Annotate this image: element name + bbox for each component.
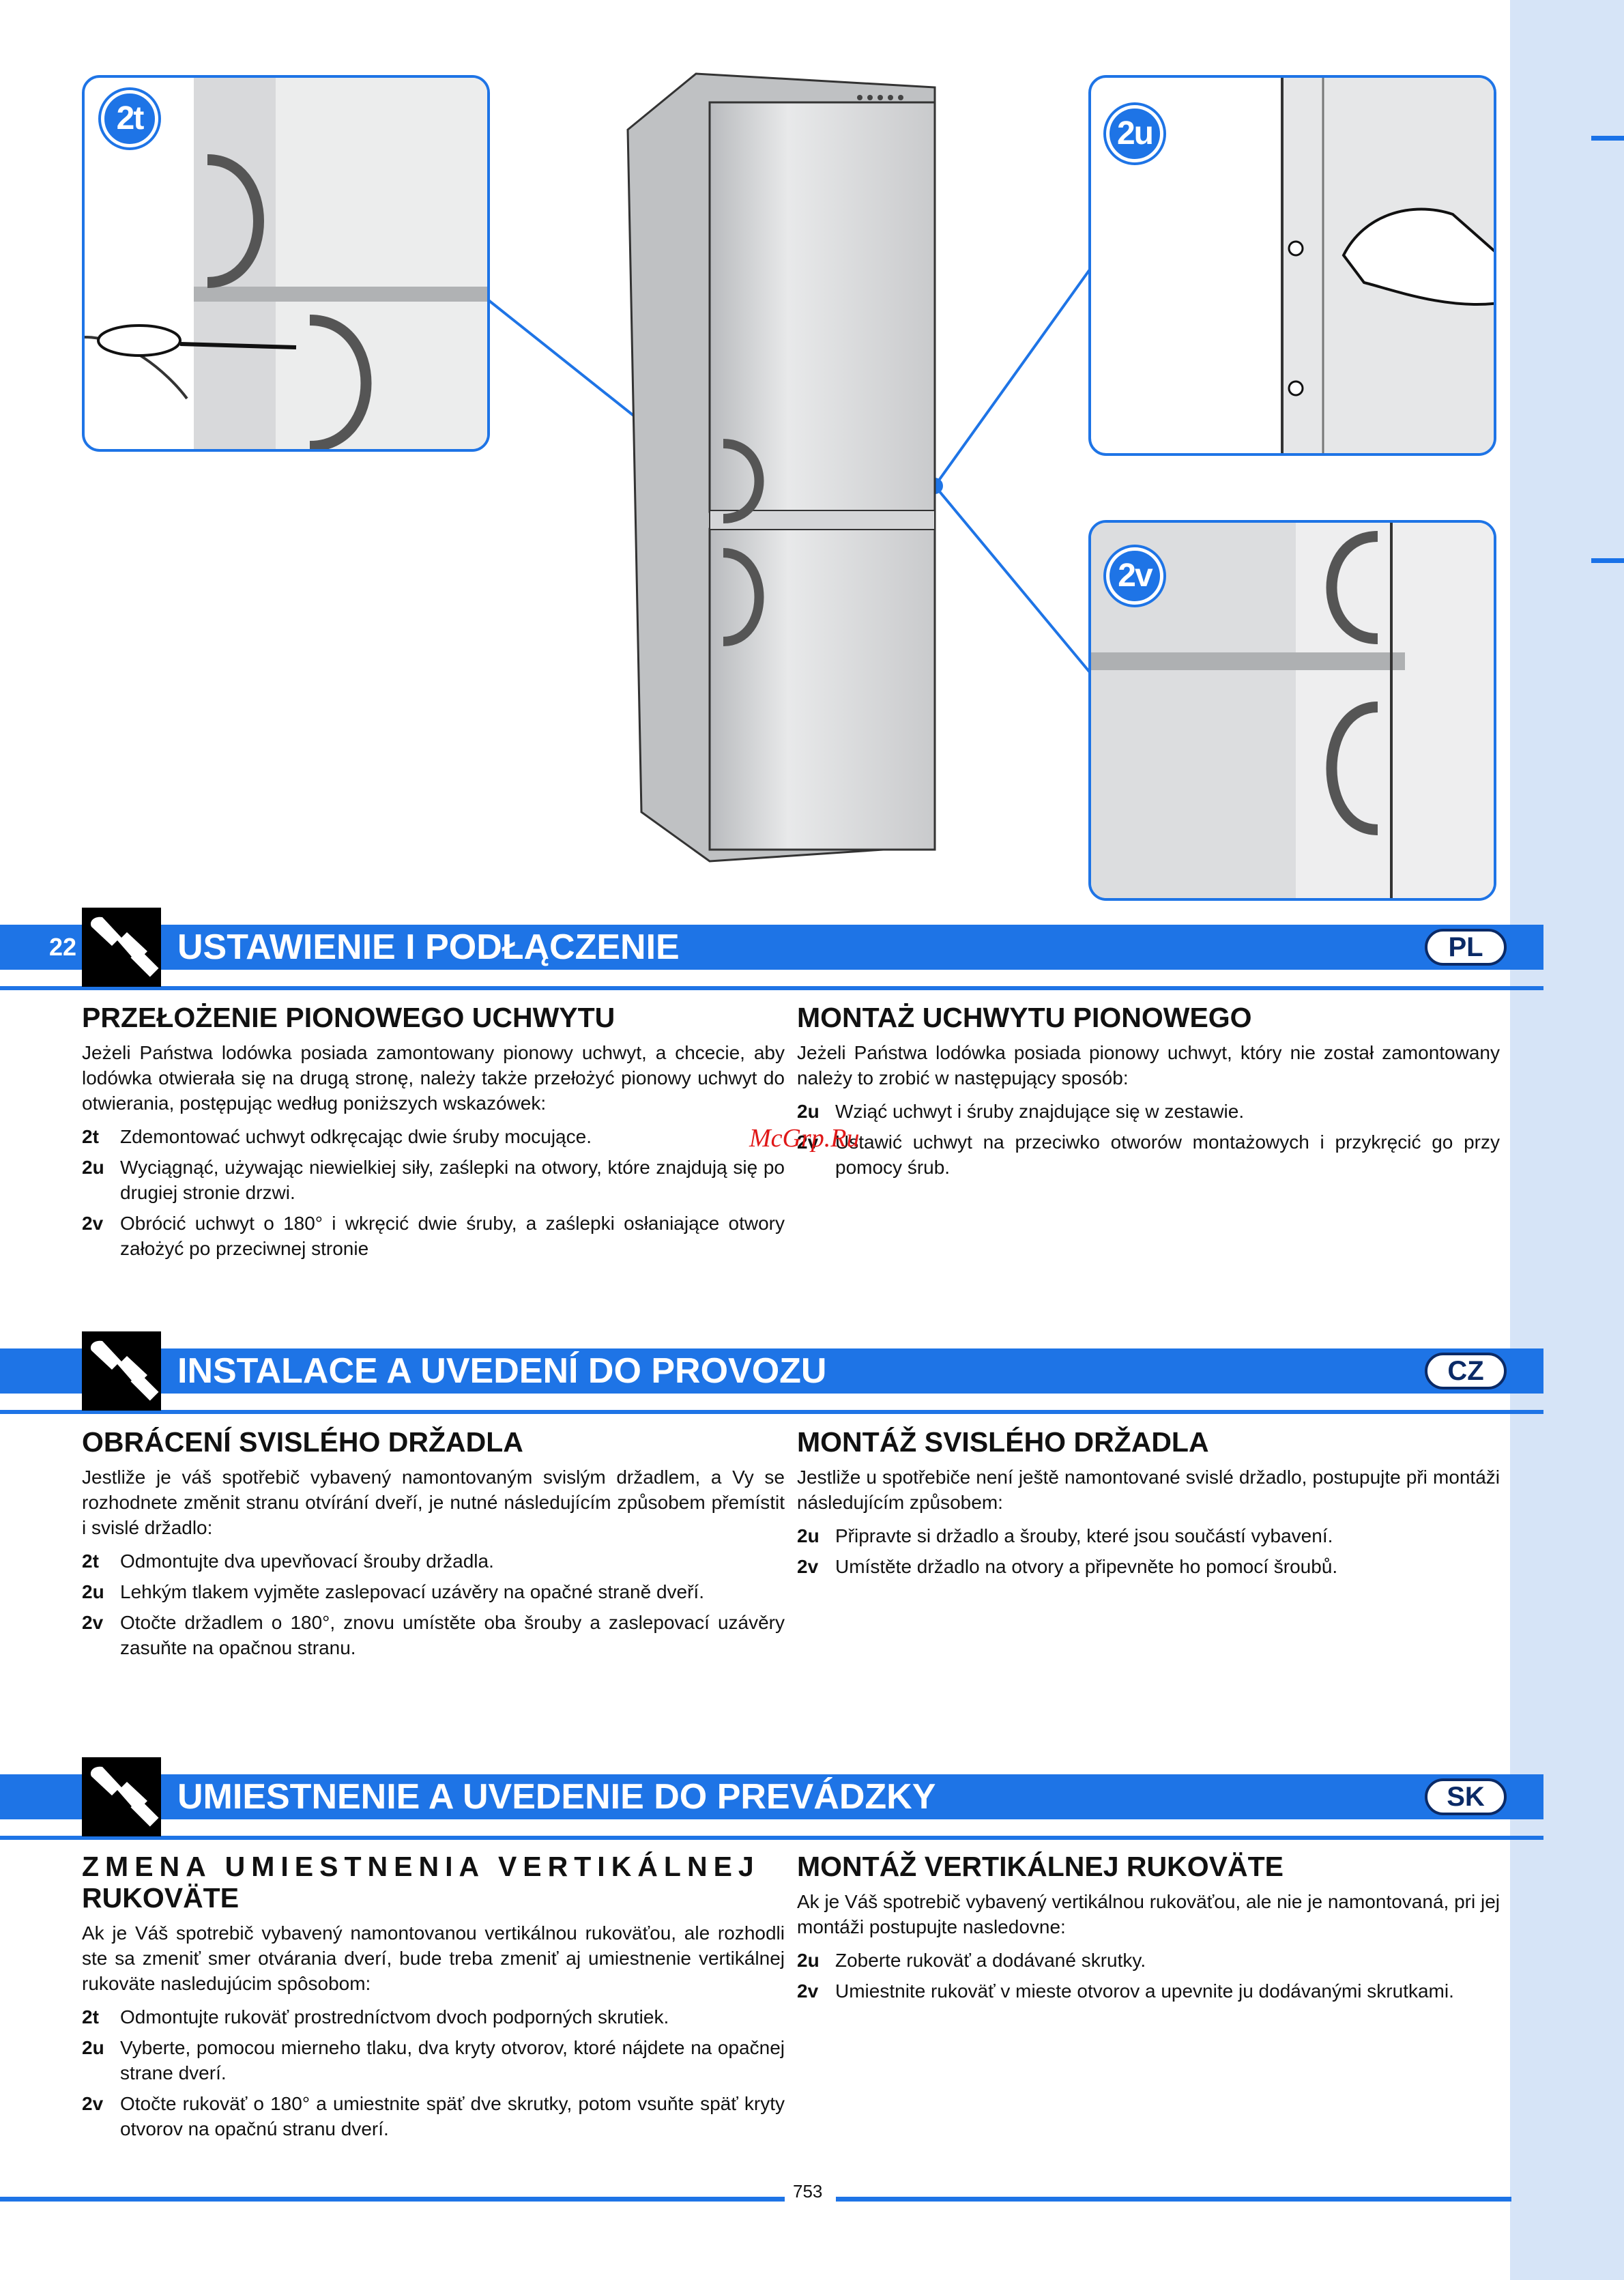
pl-right-heading: MONTAŻ UCHWYTU PIONOWEGO bbox=[797, 1002, 1252, 1033]
sk-left-heading: ZMENA UMIESTNENIA VERTIKÁLNEJ bbox=[82, 1851, 760, 1882]
wrench-icon bbox=[82, 1757, 161, 1836]
footer-page-number: 753 bbox=[793, 2181, 823, 2202]
section-title-sk: UMIESTNENIE A UVEDENIE DO PREVÁDZKY bbox=[177, 1777, 936, 1817]
cz-right-heading: MONTÁŽ SVISLÉHO DRŽADLA bbox=[797, 1426, 1209, 1458]
section-underline bbox=[0, 1410, 1543, 1414]
illustration-2t: 2t bbox=[82, 75, 490, 452]
pl-right-intro: Jeżeli Państwa lodówka posiada pionowy u… bbox=[797, 1042, 1500, 1088]
pl-left-column: PRZEŁOŻENIE PIONOWEGO UCHWYTU Jeżeli Pań… bbox=[82, 1002, 785, 1267]
language-badge-sk: SK bbox=[1425, 1778, 1507, 1815]
wrench-icon bbox=[82, 1331, 161, 1411]
sk-left-intro: Ak je Váš spotrebič vybavený namontovano… bbox=[82, 1922, 785, 1994]
section-header-sk bbox=[0, 1774, 1543, 1819]
section-underline bbox=[0, 1836, 1543, 1840]
page-number: 22 bbox=[49, 933, 77, 961]
wrench-icon bbox=[82, 908, 161, 987]
sidebar-tick bbox=[1591, 136, 1624, 141]
language-badge-cz: CZ bbox=[1425, 1353, 1507, 1389]
sk-right-heading: MONTÁŽ VERTIKÁLNEJ RUKOVÄTE bbox=[797, 1851, 1284, 1882]
figure-badge-2v: 2v bbox=[1106, 547, 1163, 605]
section-header-cz bbox=[0, 1348, 1543, 1394]
figure-badge-2t: 2t bbox=[101, 90, 158, 147]
fridge-illustration bbox=[626, 72, 936, 863]
section-underline bbox=[0, 986, 1543, 990]
illustration-2v: 2v bbox=[1088, 520, 1496, 901]
section-title-pl: USTAWIENIE I PODŁĄCZENIE bbox=[177, 927, 680, 967]
cz-right-intro: Jestliže u spotřebiče není ještě namonto… bbox=[797, 1467, 1500, 1513]
footer-rule-right bbox=[836, 2197, 1511, 2202]
cz-left-intro: Jestliže je váš spotřebič vybavený namon… bbox=[82, 1467, 785, 1538]
sidebar-tick bbox=[1591, 558, 1624, 563]
sk-left-column: ZMENA UMIESTNENIA VERTIKÁLNEJ RUKOVÄTE A… bbox=[82, 1851, 785, 2147]
sk-right-intro: Ak je Váš spotrebič vybavený vertikálnou… bbox=[797, 1891, 1500, 1937]
cz-right-column: MONTÁŽ SVISLÉHO DRŽADLA Jestliže u spotř… bbox=[797, 1426, 1500, 1585]
pl-right-column: MONTAŻ UCHWYTU PIONOWEGO Jeżeli Państwa … bbox=[797, 1002, 1500, 1185]
illustration-2u: 2u bbox=[1088, 75, 1496, 456]
section-header-pl bbox=[0, 925, 1543, 970]
pl-left-intro: Jeżeli Państwa lodówka posiada zamontowa… bbox=[82, 1042, 785, 1114]
figure-badge-2u: 2u bbox=[1106, 105, 1163, 162]
cz-left-heading: OBRÁCENÍ SVISLÉHO DRŽADLA bbox=[82, 1426, 523, 1458]
cz-left-column: OBRÁCENÍ SVISLÉHO DRŽADLA Jestliže je vá… bbox=[82, 1426, 785, 1666]
pl-left-heading: PRZEŁOŻENIE PIONOWEGO UCHWYTU bbox=[82, 1002, 615, 1033]
section-title-cz: INSTALACE A UVEDENÍ DO PROVOZU bbox=[177, 1351, 827, 1391]
right-sidebar-band bbox=[1510, 0, 1624, 2280]
language-badge-pl: PL bbox=[1425, 929, 1507, 966]
watermark-text: McGrp.Ru bbox=[749, 1124, 860, 1153]
sk-left-heading-cont: RUKOVÄTE bbox=[82, 1882, 240, 1914]
footer-rule-left bbox=[0, 2197, 785, 2202]
sk-right-column: MONTÁŽ VERTIKÁLNEJ RUKOVÄTE Ak je Váš sp… bbox=[797, 1851, 1500, 2009]
